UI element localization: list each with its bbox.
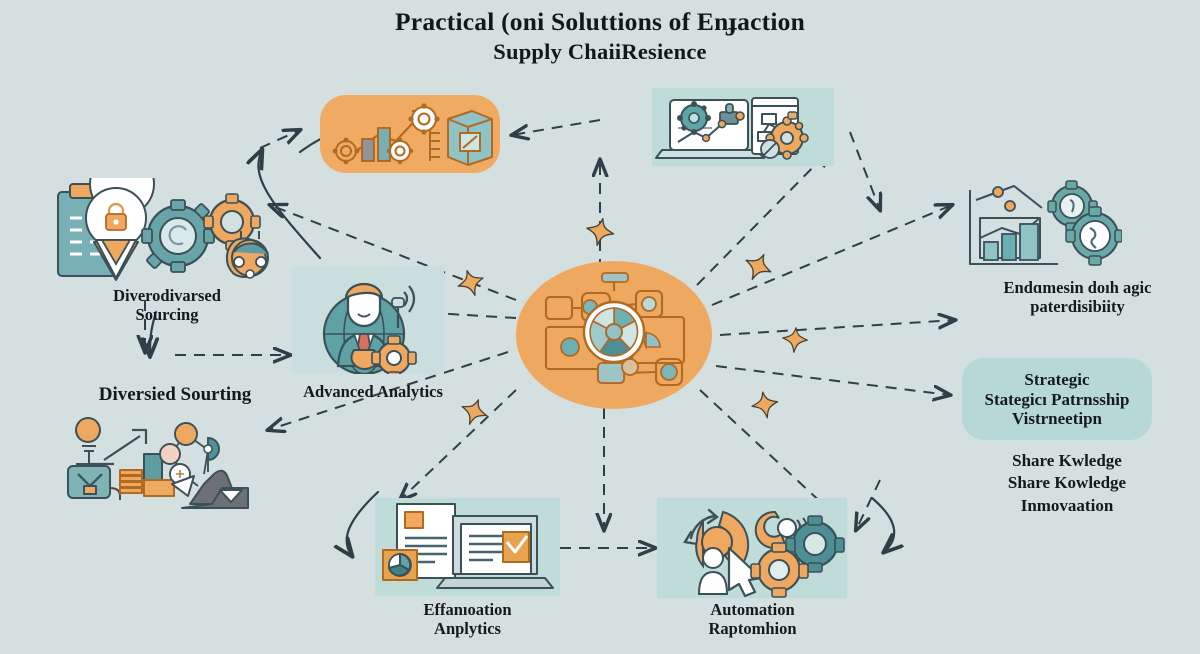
spark-star-icon	[782, 327, 809, 353]
node-diversified-sourcing-top[interactable]	[50, 151, 282, 296]
laptop-analytics-gear-icon	[655, 97, 809, 160]
spark-star-icon	[751, 391, 779, 419]
automation-people-gears-icon	[683, 508, 845, 598]
node-automation-adoption[interactable]	[657, 498, 847, 598]
growth-chart-gears-package-icon	[332, 103, 493, 166]
node-strategic-partnership[interactable]	[962, 358, 1152, 440]
label-strategic-partnership: Strategic Stategicı Patrnsship Vistrneet…	[984, 370, 1130, 429]
label-automation-adoption: Automation Raptomhion	[708, 600, 797, 639]
node-diversified-sourcing-bottom[interactable]	[62, 412, 302, 528]
label-shared-knowledge: Share Kwledge Share Kowledge Inmovaation	[1007, 451, 1127, 515]
label-information-analytics: Effanıoation Anplytics	[423, 600, 512, 639]
document-laptop-piechart-icon	[382, 503, 554, 589]
node-digital-analytics-platform[interactable]	[652, 88, 834, 166]
title-line-1: Practical (oni Soluttions of Enɟaction	[395, 7, 805, 36]
spark-star-icon	[461, 399, 488, 425]
page-title: Practical (oni Soluttions of Enɟaction S…	[0, 6, 1200, 66]
spark-star-icon	[457, 269, 484, 297]
label-diversified-sourcing-top: Diverodivarsed Sourcing	[113, 286, 221, 325]
node-advanced-analytics[interactable]	[292, 266, 444, 381]
title-line-2: Supply ChaiiResience	[493, 39, 707, 65]
node-supply-optimization[interactable]	[320, 95, 500, 173]
spark-star-icon	[745, 253, 772, 281]
global-professional-gear-icon	[322, 282, 417, 381]
spark-star-icon	[586, 217, 615, 247]
node-information-analytics[interactable]	[375, 498, 560, 596]
label-diversified-sourcing-bottom: Diversied Sourting	[98, 384, 252, 405]
crane-bar-chart-gears-icon	[969, 180, 1123, 266]
clipboard-lock-gears-icon	[57, 151, 269, 281]
lightbulb-bars-network-factory-icon	[67, 417, 249, 509]
label-advanced-analytics: Advanced Analytics	[303, 382, 443, 401]
network-dashboard-icon	[544, 272, 686, 387]
node-end-to-end-visibility[interactable]	[962, 176, 1123, 274]
central-hub[interactable]	[516, 261, 712, 409]
label-end-to-end-visibility: Endɑmesin doıh agic paterdisibiity	[1003, 278, 1152, 317]
